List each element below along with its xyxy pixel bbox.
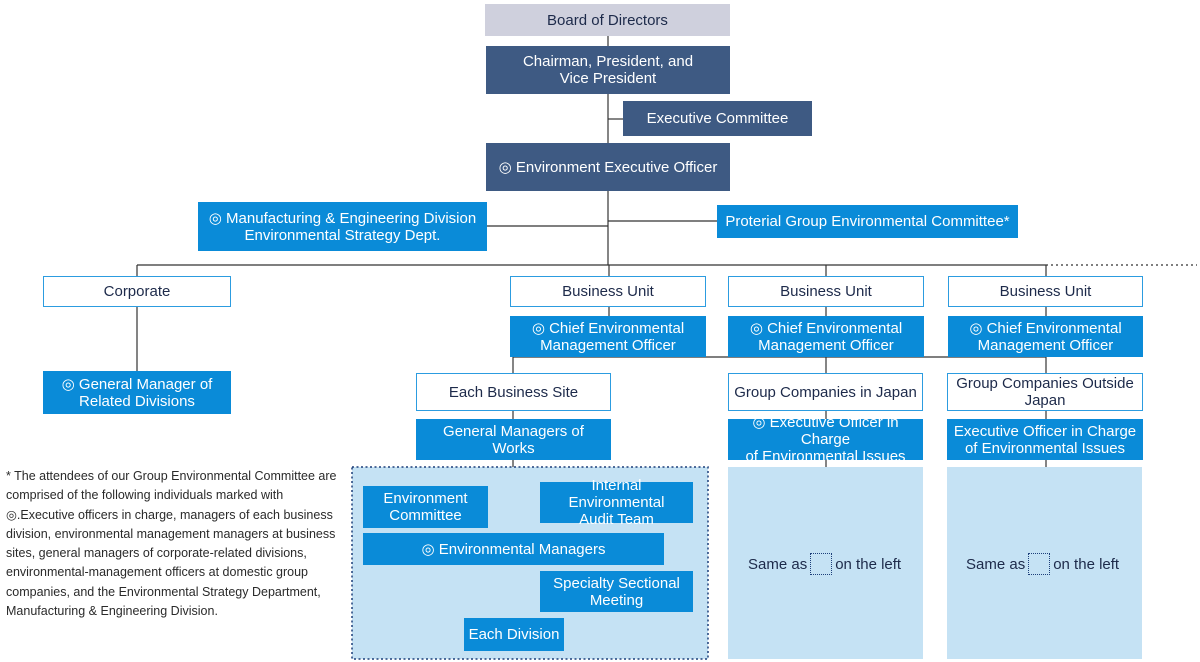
business-unit-2-box: Business Unit	[728, 276, 924, 307]
each-division-label: Each Division	[468, 626, 560, 643]
each-business-site-label: Each Business Site	[448, 383, 579, 401]
same-as-suffix-japan: on the left	[835, 555, 902, 573]
same-as-prefix-japan: Same as	[748, 555, 808, 573]
business-unit-1-box: Business Unit	[510, 276, 706, 307]
environmental-managers-box: ◎ Environmental Managers	[363, 533, 664, 565]
business-unit-3-label: Business Unit	[999, 283, 1092, 300]
dotted-box-icon	[810, 553, 833, 575]
general-managers-works-box: General Managers of Works	[416, 419, 611, 460]
executive-committee-label: Executive Committee	[646, 110, 789, 127]
same-as-note-outside: Same as on the left	[966, 553, 1119, 575]
general-managers-works-label: General Managers of Works	[443, 422, 584, 457]
same-as-note-japan: Same as on the left	[748, 553, 901, 575]
same-as-suffix-outside: on the left	[1053, 555, 1120, 573]
group-environmental-committee-label: Proterial Group Environmental Committee*	[725, 213, 1010, 230]
board-of-directors-box: Board of Directors	[485, 4, 730, 36]
environment-executive-officer-label: ◎ Environment Executive Officer	[498, 158, 718, 176]
environment-executive-officer-box: ◎ Environment Executive Officer	[486, 143, 730, 191]
group-companies-japan-box: Group Companies in Japan	[728, 373, 923, 411]
same-as-prefix-outside: Same as	[966, 555, 1026, 573]
same-as-region-outside	[947, 467, 1142, 659]
business-unit-3-box: Business Unit	[948, 276, 1143, 307]
each-division-box: Each Division	[464, 618, 564, 651]
corporate-label: Corporate	[103, 283, 171, 300]
corporate-box: Corporate	[43, 276, 231, 307]
business-unit-2-label: Business Unit	[780, 283, 872, 300]
footnote: * The attendees of our Group Environment…	[6, 469, 337, 619]
business-unit-1-label: Business Unit	[562, 283, 654, 300]
executive-committee-box: Executive Committee	[623, 101, 812, 136]
board-of-directors-label: Board of Directors	[547, 11, 668, 29]
environmental-managers-label: ◎ Environmental Managers	[421, 540, 606, 558]
same-as-region-japan	[728, 467, 923, 659]
dotted-box-icon	[1028, 553, 1051, 575]
each-business-site-box: Each Business Site	[416, 373, 611, 411]
group-environmental-committee-box: Proterial Group Environmental Committee*	[717, 205, 1018, 238]
group-companies-japan-label: Group Companies in Japan	[734, 383, 917, 401]
